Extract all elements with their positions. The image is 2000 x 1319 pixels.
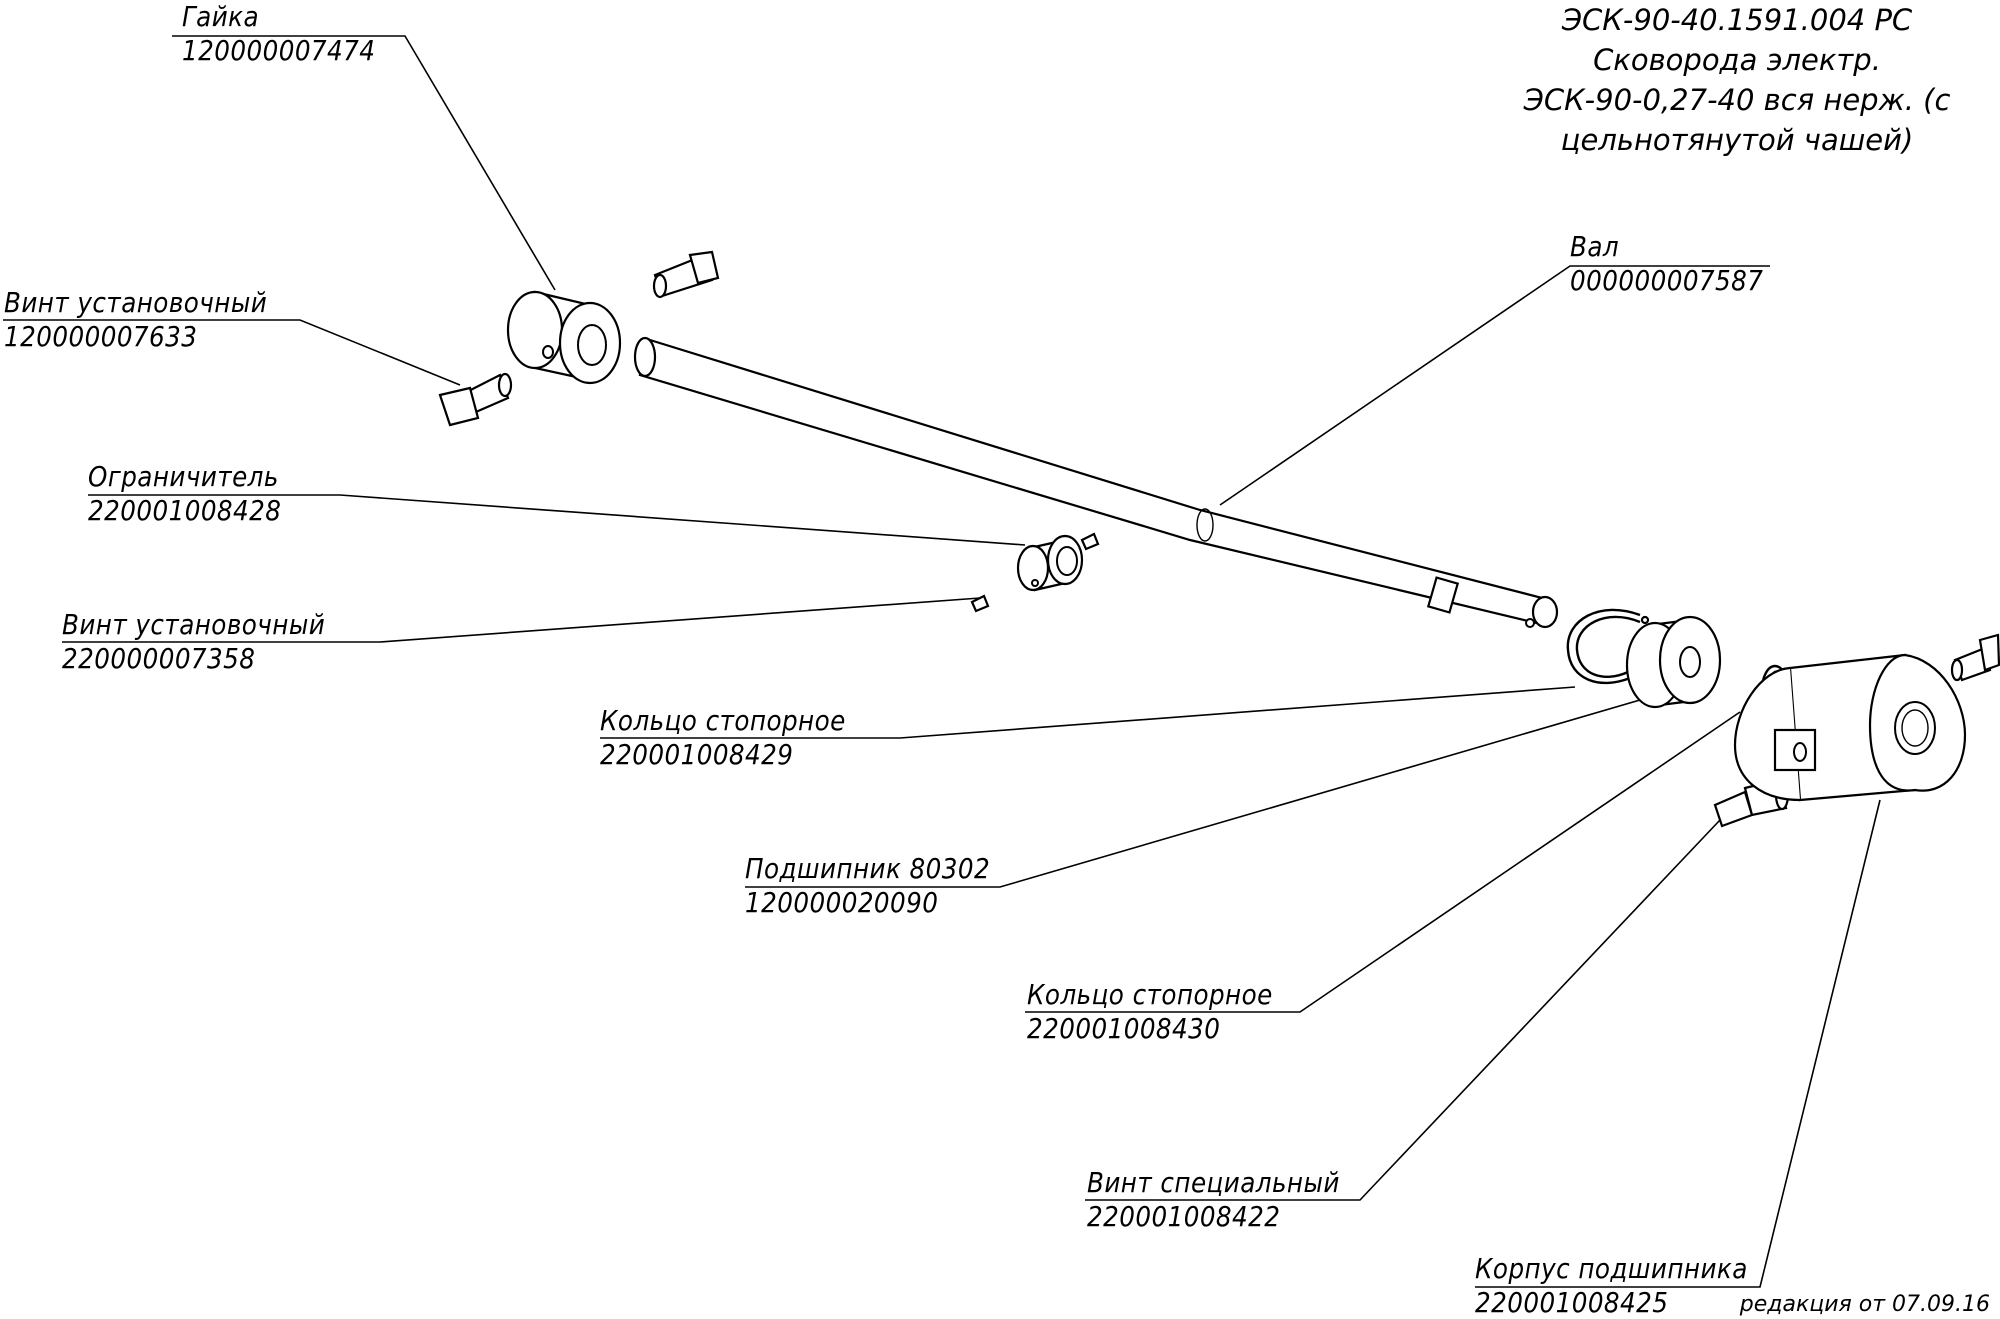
part-label-koltso-stopornoe-1: Кольцо стопорное 220001008429 bbox=[600, 704, 846, 772]
part-code: 120000020090 bbox=[745, 886, 939, 919]
leader-vint-2 bbox=[62, 597, 981, 643]
part-code: 220001008430 bbox=[1027, 1012, 1221, 1045]
part-label-gaika: Гайка 120000007474 bbox=[182, 0, 375, 68]
grub-screw-small-2 bbox=[970, 594, 990, 613]
bearing-podshipnik bbox=[1625, 615, 1722, 709]
grub-screw-small-1 bbox=[1080, 532, 1100, 551]
retaining-ring-1 bbox=[1566, 608, 1650, 685]
shaft-val bbox=[633, 336, 1559, 629]
part-code: 220001008429 bbox=[600, 738, 794, 771]
part-label-vint-ustanovochny-2: Винт установочный 220000007358 bbox=[62, 608, 325, 676]
part-label-val: Вал 000000007587 bbox=[1570, 230, 1763, 298]
part-label-ogranichitel: Ограничитель 220001008428 bbox=[88, 460, 281, 528]
part-name: Винт установочный bbox=[62, 608, 326, 641]
part-label-korpus-podshipnika: Корпус подшипника 220001008425 bbox=[1475, 1252, 1748, 1319]
part-name: Вал bbox=[1570, 230, 1620, 263]
set-screw-top bbox=[652, 250, 720, 299]
part-label-vint-specialny: Винт специальный 220001008422 bbox=[1087, 1166, 1340, 1234]
part-name: Корпус подшипника bbox=[1475, 1252, 1748, 1285]
part-code: 120000007474 bbox=[182, 34, 376, 67]
set-screw-left bbox=[438, 372, 513, 427]
document-code: ЭСК-90-40.1591.004 РС bbox=[1561, 3, 1913, 37]
limiter-ogranichitel bbox=[1016, 534, 1084, 592]
leader-vint-1 bbox=[3, 319, 461, 386]
leader-lines bbox=[3, 35, 1881, 1288]
part-code: 120000007633 bbox=[4, 320, 198, 353]
leader-korpus bbox=[1475, 799, 1881, 1288]
document-title-line-2: Сковорода электр. bbox=[1593, 43, 1881, 77]
part-label-vint-ustanovochny-1: Винт установочный 120000007633 bbox=[4, 286, 267, 354]
bearing-housing-korpus bbox=[1733, 653, 1967, 802]
grease-nipple bbox=[1950, 633, 2000, 682]
part-code: 220000007358 bbox=[62, 642, 256, 675]
part-code: 220001008422 bbox=[1087, 1200, 1281, 1233]
leader-koltso-1 bbox=[600, 686, 1576, 739]
revision-note: редакция от 07.09.16 bbox=[1739, 1292, 1990, 1317]
leader-ogranichitel bbox=[88, 494, 1026, 546]
document-title-line-3: ЭСК-90-0,27-40 вся нерж. (с bbox=[1523, 83, 1951, 117]
leader-koltso-2 bbox=[1025, 711, 1741, 1013]
part-label-podshipnik: Подшипник 80302 120000020090 bbox=[745, 852, 990, 920]
part-code: 220001008428 bbox=[88, 494, 282, 527]
part-name: Подшипник 80302 bbox=[745, 852, 991, 885]
document-title-block: ЭСК-90-40.1591.004 РС Сковорода электр. … bbox=[1502, 0, 1972, 160]
part-name: Кольцо стопорное bbox=[600, 704, 846, 737]
part-label-koltso-stopornoe-2: Кольцо стопорное 220001008430 bbox=[1027, 978, 1273, 1046]
part-name: Винт специальный bbox=[1087, 1166, 1340, 1199]
leader-podshipnik bbox=[745, 699, 1641, 888]
part-name: Винт установочный bbox=[4, 286, 268, 319]
leader-vint-special bbox=[1085, 819, 1721, 1201]
part-code: 220001008425 bbox=[1475, 1286, 1669, 1319]
leader-val bbox=[1219, 265, 1770, 506]
part-name: Гайка bbox=[182, 0, 260, 33]
part-name: Ограничитель bbox=[88, 460, 279, 493]
nut-gaika bbox=[506, 290, 622, 385]
leader-gaika bbox=[172, 35, 556, 291]
document-title-line-4: цельнотянутой чашей) bbox=[1560, 123, 1914, 157]
part-code: 000000007587 bbox=[1570, 264, 1764, 297]
part-name: Кольцо стопорное bbox=[1027, 978, 1273, 1011]
